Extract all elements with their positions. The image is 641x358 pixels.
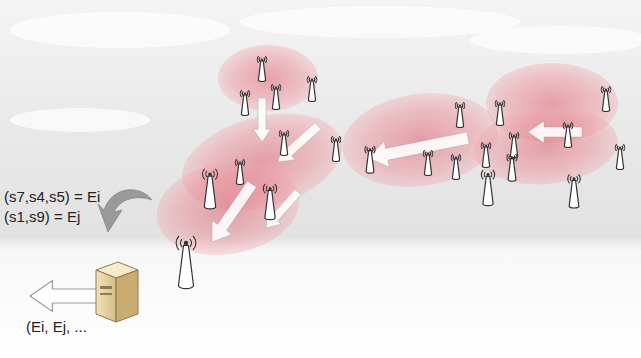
equation-label: (Ei, Ej, ... <box>26 318 87 335</box>
sensor-tower <box>615 144 624 169</box>
sensor-tower <box>263 184 276 220</box>
sensor-tower <box>509 132 518 157</box>
sensor-tower <box>235 159 244 184</box>
sensor-tower <box>203 169 218 209</box>
flow-arrow <box>212 181 257 242</box>
sensor-tower <box>601 86 610 111</box>
sensor-tower <box>331 136 340 161</box>
sensor-tower <box>257 56 266 81</box>
flow-arrow <box>253 98 271 142</box>
sensor-tower <box>423 150 432 175</box>
cluster-zone <box>218 45 318 111</box>
sensor-tower <box>455 102 464 127</box>
sensor-tower <box>451 154 460 179</box>
equation-label: (s1,s9) = Ej <box>4 208 80 225</box>
equation-label: (s7,s4,s5) = Ei <box>4 188 100 205</box>
sensor-tower <box>176 236 196 289</box>
sensor-tower <box>507 154 517 181</box>
sensor-tower <box>495 100 504 125</box>
sensor-tower <box>568 174 581 208</box>
cluster-zone <box>471 102 621 190</box>
curved-arrow <box>98 190 152 232</box>
flow-arrow <box>528 121 582 143</box>
sensor-tower <box>271 84 280 109</box>
sensor-tower <box>307 76 316 101</box>
sensor-tower <box>279 130 288 155</box>
sensor-tower <box>481 142 490 167</box>
server-box <box>96 262 138 322</box>
sensor-tower <box>563 122 572 147</box>
sensor-tower <box>481 170 494 206</box>
cluster-zone <box>149 150 307 266</box>
sensor-tower <box>365 146 375 173</box>
sensor-tower <box>240 90 249 115</box>
flow-arrow <box>278 123 321 162</box>
